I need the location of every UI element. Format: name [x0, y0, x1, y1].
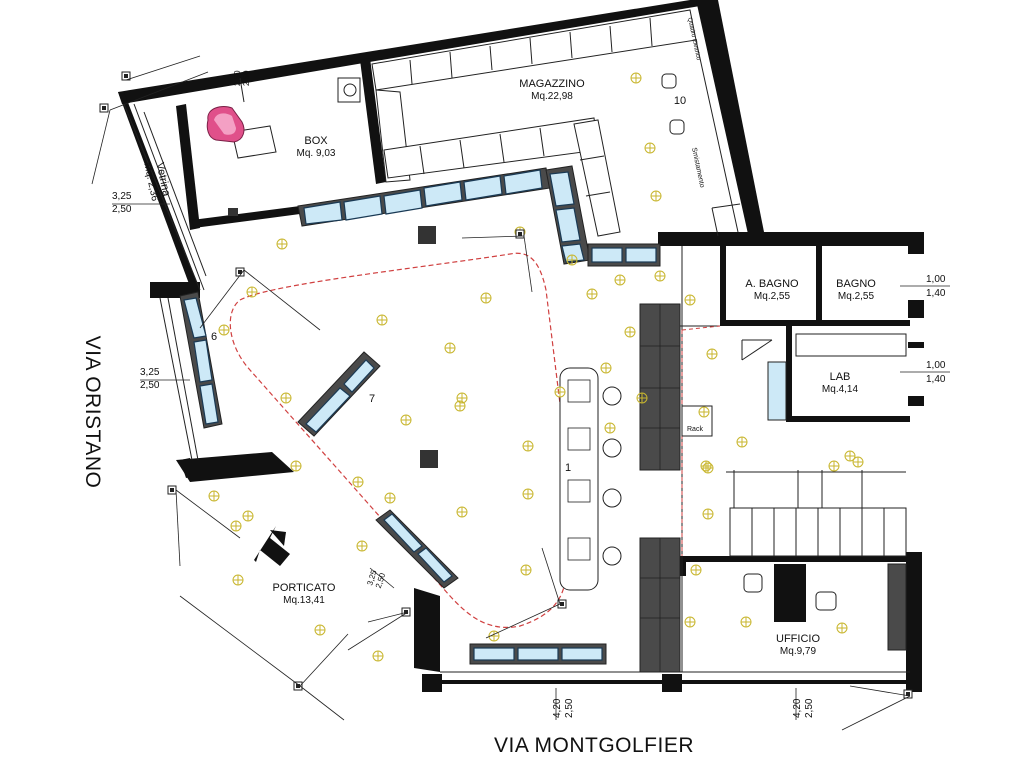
zone-number-1: 1 [565, 462, 571, 474]
dimension-ticks [112, 203, 950, 720]
rack-label: Rack [687, 426, 703, 433]
room-area-lab: Mq.4,14 [822, 384, 859, 395]
zone-number-6: 6 [211, 331, 217, 343]
entrance-arrow [254, 526, 290, 566]
walls [118, 0, 924, 692]
room-name-lab: LAB [830, 371, 851, 383]
room-name-bagno: BAGNO [836, 278, 876, 290]
room-name-porticato: PORTICATO [273, 582, 336, 594]
inner-lines [123, 9, 910, 673]
ceiling-lamps [208, 72, 864, 662]
office-furniture [661, 73, 837, 622]
room-name-a-bagno: A. BAGNO [745, 278, 799, 290]
room-name-ufficio: UFFICIO [776, 633, 820, 645]
dim-south-left-2: 2,50 [564, 698, 575, 718]
zone-number-10: 10 [674, 95, 686, 107]
street-via-montgolfier: VIA MONTGOLFIER [494, 734, 694, 757]
dim-box-door-2: 2,50 [242, 70, 251, 86]
dim-vetrina-lower-2: 2,50 [140, 380, 160, 391]
street-via-oristano: VIA ORISTANO [81, 336, 104, 489]
room-area-bagno: Mq.2,55 [838, 291, 875, 302]
security-cameras [99, 71, 913, 699]
room-area-a-bagno: Mq.2,55 [754, 291, 791, 302]
dim-south-left-1: 4,20 [552, 698, 563, 718]
box-furniture [206, 77, 438, 468]
dim-vetrina-lower-1: 3,25 [140, 367, 160, 378]
dim-bagno-2: 1,40 [926, 288, 946, 299]
dim-bagno-1: 1,00 [926, 274, 946, 285]
dim-lab-1: 1,00 [926, 360, 946, 371]
dim-vetrina-upper-2: 2,50 [112, 204, 132, 215]
camera-sight-lines [91, 55, 911, 731]
room-name-magazzino: MAGAZZINO [519, 78, 585, 90]
dim-south-right-1: 4,20 [792, 698, 803, 718]
room-area-porticato: Mq.13,41 [283, 595, 325, 606]
room-area-ufficio: Mq.9,79 [780, 646, 817, 657]
dim-lab-2: 1,40 [926, 374, 946, 385]
dim-vetrina-upper-1: 3,25 [112, 191, 132, 202]
service-counter [559, 367, 713, 591]
smistamento-label: Smistamento [690, 147, 705, 189]
labels: MAGAZZINO Mq.22,98 BOX Mq. 9,03 Vetrina … [81, 17, 946, 757]
display-cases [179, 165, 907, 673]
zone-number-7: 7 [369, 393, 375, 405]
room-area-box: Mq. 9,03 [297, 148, 336, 159]
room-name-box: BOX [304, 135, 328, 147]
room-area-magazzino: Mq.22,98 [531, 91, 573, 102]
customer-path [229, 252, 567, 628]
dim-south-right-2: 2,50 [804, 698, 815, 718]
dim-box-door-1: 2,50 [233, 70, 242, 86]
